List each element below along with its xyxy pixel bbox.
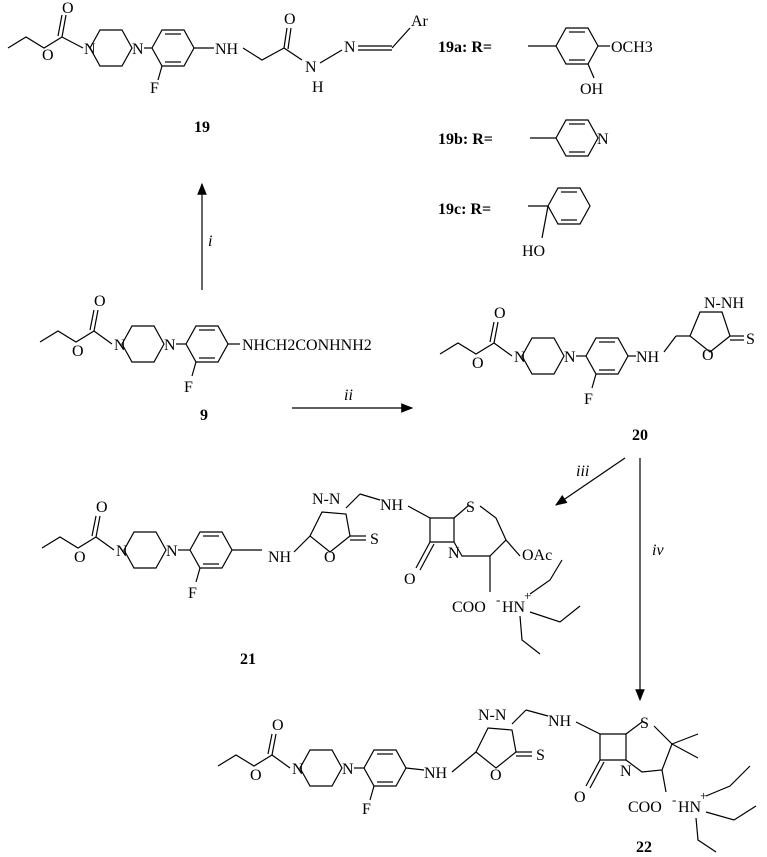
arrow-iii: iii bbox=[555, 457, 626, 506]
cation-charge: + bbox=[524, 588, 531, 603]
r-group-19c: 19c: R= HO bbox=[438, 187, 591, 260]
atom-O: O bbox=[96, 499, 108, 516]
ammonium: HN bbox=[502, 599, 526, 616]
compound-label-20: 20 bbox=[632, 427, 648, 444]
cation-charge: + bbox=[700, 788, 707, 803]
oxadiazole-NN: N-N bbox=[312, 491, 341, 508]
atom-N: N bbox=[84, 41, 96, 58]
atom-N: N bbox=[132, 41, 144, 58]
atom-H: H bbox=[312, 79, 324, 96]
atom-N: N bbox=[116, 543, 128, 560]
atom-N: N bbox=[114, 337, 126, 354]
atom-O: O bbox=[702, 347, 714, 364]
carboxylate: COO bbox=[628, 799, 662, 816]
atom-F: F bbox=[150, 80, 159, 97]
reagent-i: i bbox=[208, 233, 212, 250]
aryl-group-label: Ar bbox=[411, 13, 429, 30]
atom-N: N bbox=[564, 349, 576, 366]
atom-N: N bbox=[448, 545, 460, 562]
atom-O: O bbox=[72, 343, 84, 360]
atom-NH: NH bbox=[215, 41, 239, 58]
acetate-label: OAc bbox=[522, 547, 552, 564]
reagent-ii: ii bbox=[344, 387, 353, 404]
arrow-i: i bbox=[197, 182, 212, 290]
carboxylate: COO bbox=[452, 599, 486, 616]
atom-N: N bbox=[344, 39, 356, 56]
phenol-OH: HO bbox=[522, 243, 545, 260]
atom-NH: NH bbox=[548, 713, 572, 730]
reagent-iii: iii bbox=[576, 463, 589, 480]
r-group-19b: 19b: R= N bbox=[438, 119, 609, 157]
atom-NH: NH bbox=[424, 765, 448, 782]
atom-N: N bbox=[292, 761, 304, 778]
atom-N: N bbox=[514, 349, 526, 366]
hydrazide-chain: NHCH2CONHNH2 bbox=[242, 337, 372, 354]
atom-O: O bbox=[494, 305, 506, 322]
atom-N: N bbox=[620, 763, 632, 780]
atom-F: F bbox=[184, 379, 193, 396]
atom-N: N bbox=[166, 543, 178, 560]
arrow-iv: iv bbox=[635, 458, 664, 702]
atom-N: N bbox=[342, 761, 354, 778]
reagent-iv: iv bbox=[652, 542, 664, 559]
atom-N: N bbox=[305, 59, 317, 76]
atom-S: S bbox=[640, 715, 649, 732]
atom-O: O bbox=[472, 355, 484, 372]
compound-20: O O N N F NH N-NH O S 20 bbox=[439, 295, 755, 444]
atom-NH: NH bbox=[268, 549, 292, 566]
arrow-ii: ii bbox=[292, 387, 414, 413]
r-label-19b: 19b: R= bbox=[438, 131, 493, 148]
atom-O: O bbox=[250, 767, 262, 784]
anion-charge: - bbox=[672, 792, 676, 807]
atom-O: O bbox=[74, 549, 86, 566]
anion-charge: - bbox=[496, 592, 500, 607]
compound-label-22: 22 bbox=[636, 839, 652, 856]
atom-F: F bbox=[584, 391, 593, 408]
compound-21: O O N N F NH N-N O S NH S N O OAc COO - … bbox=[41, 491, 581, 668]
r-label-19a: 19a: R= bbox=[438, 39, 492, 56]
compound-22: O O N N F NH N-N O S NH S N O COO - HN + bbox=[217, 707, 757, 856]
compound-9: O O N N F NHCH2CONHNH2 9 bbox=[39, 293, 372, 424]
compound-label-21: 21 bbox=[240, 651, 256, 668]
compound-label-9: 9 bbox=[200, 407, 208, 424]
atom-S: S bbox=[370, 531, 379, 548]
oxadiazole-NNH: N-NH bbox=[704, 295, 744, 312]
atom-O: O bbox=[42, 47, 54, 64]
pyridine-N: N bbox=[597, 131, 609, 148]
atom-F: F bbox=[362, 801, 371, 818]
atom-O: O bbox=[490, 767, 502, 784]
atom-N: N bbox=[164, 337, 176, 354]
r-label-19c: 19c: R= bbox=[438, 201, 491, 218]
atom-O: O bbox=[324, 549, 336, 566]
atom-O: O bbox=[94, 293, 106, 310]
atom-O: O bbox=[272, 717, 284, 734]
hydroxyl-label: OH bbox=[580, 81, 604, 98]
atom-S: S bbox=[536, 747, 545, 764]
atom-NH: NH bbox=[636, 349, 660, 366]
atom-O: O bbox=[404, 571, 416, 588]
atom-O: O bbox=[574, 789, 586, 806]
atom-O: O bbox=[284, 11, 296, 28]
atom-O: O bbox=[62, 0, 74, 17]
compound-label-19: 19 bbox=[194, 119, 210, 136]
atom-F: F bbox=[188, 585, 197, 602]
atom-S: S bbox=[466, 499, 475, 516]
atom-S: S bbox=[746, 331, 755, 348]
r-group-19a: 19a: R= OCH3 OH bbox=[438, 27, 653, 98]
oxadiazole-NN: N-N bbox=[478, 707, 507, 724]
methoxy-label: OCH3 bbox=[611, 39, 653, 56]
atom-NH: NH bbox=[380, 497, 404, 514]
ammonium: HN bbox=[678, 799, 702, 816]
compound-19: O O N N F NH O N H N Ar 19 bbox=[7, 0, 429, 136]
